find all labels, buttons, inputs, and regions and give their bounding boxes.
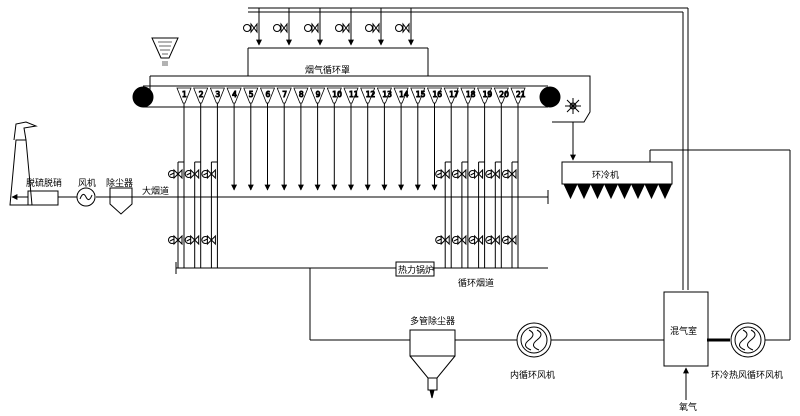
bellows-number-19: 19 <box>483 90 493 99</box>
circulation-flue <box>175 262 548 274</box>
bellows-11: 11 <box>343 87 359 191</box>
bellows-13: 13 <box>376 87 393 191</box>
multi-tube-dust-collector <box>409 329 456 399</box>
flue-gas-hood-label: 烟气循环罩 <box>305 64 350 76</box>
ring-cooler-fan-symbol <box>730 322 766 358</box>
hood-supply-2 <box>273 8 292 46</box>
top-return-pipe <box>248 7 689 290</box>
mixing-chamber <box>663 291 709 400</box>
inner-circulation-fan-symbol <box>516 322 552 358</box>
bellows-number-14: 14 <box>399 90 409 99</box>
bellows-12: 12 <box>360 87 376 191</box>
hood-supply-5 <box>365 8 384 46</box>
valve-groups <box>168 161 518 268</box>
bellows-7: 7 <box>276 87 292 191</box>
bellows-3: 3 <box>209 87 225 268</box>
bellows-number-21: 21 <box>516 90 526 99</box>
chimney <box>9 121 38 206</box>
bellows-number-17: 17 <box>449 90 459 99</box>
bellows-number-4: 4 <box>232 90 237 99</box>
bellows-19: 19 <box>477 87 493 268</box>
bellows-number-13: 13 <box>382 90 392 99</box>
hood-supply-4 <box>335 8 354 46</box>
bellows-5: 5 <box>243 87 259 191</box>
hood-supply-1 <box>243 8 262 46</box>
circulation-flue-label: 循环烟道 <box>458 277 494 289</box>
bellows-2: 2 <box>193 87 209 268</box>
mixing-chamber-label: 混气室 <box>670 325 697 337</box>
heat-boiler <box>395 261 435 277</box>
main-flue-label: 大烟道 <box>142 185 169 197</box>
fan-label: 风机 <box>78 177 96 189</box>
bellows-number-20: 20 <box>499 90 509 99</box>
discharge-chute <box>552 75 591 161</box>
ring-cooler-label: 环冷机 <box>592 169 619 181</box>
bellows-8: 8 <box>293 87 309 191</box>
bellows-number-8: 8 <box>299 90 304 99</box>
bellows-10: 10 <box>326 87 343 191</box>
ring-cooler-loop <box>649 149 791 342</box>
bellows-number-15: 15 <box>416 90 426 99</box>
oxygen-label: 氧气 <box>679 401 697 413</box>
bellows-6: 6 <box>259 87 276 191</box>
inner-circulation-fan-label: 内循环风机 <box>510 369 555 381</box>
bellows-number-9: 9 <box>316 90 321 99</box>
bellows-number-18: 18 <box>466 90 476 99</box>
hood-supply-3 <box>304 8 323 46</box>
bellows-1: 1 <box>176 87 192 268</box>
bellows-number-11: 11 <box>349 90 359 99</box>
multi-tube-dust-collector-label: 多管除尘器 <box>410 315 455 327</box>
bellows-18: 18 <box>460 87 476 268</box>
flue-gas-hood <box>149 75 570 90</box>
bellows-number-10: 10 <box>332 90 342 99</box>
bellows-4: 4 <box>226 87 242 191</box>
bellows-14: 14 <box>393 87 409 191</box>
desulfurization-unit <box>27 190 59 206</box>
bellows-9: 9 <box>310 87 326 191</box>
bellows-number-16: 16 <box>433 90 443 99</box>
bellows-number-6: 6 <box>266 90 271 99</box>
bellows-15: 15 <box>410 87 426 191</box>
dust-collector-label: 除尘器 <box>106 177 133 189</box>
ring-cooler-hoppers <box>563 183 673 200</box>
hood-supply-pipes <box>243 8 429 76</box>
ring-cooler-fan-label: 环冷热风循环风机 <box>711 369 783 381</box>
sinter-strand <box>132 85 561 108</box>
exhaust-fan <box>76 187 96 207</box>
bellows-number-5: 5 <box>249 90 254 99</box>
bellows-number-1: 1 <box>182 90 187 99</box>
bellows-17: 17 <box>443 87 459 268</box>
bellows-21: 21 <box>510 87 526 268</box>
hood-supply-6 <box>395 8 414 46</box>
feed-hopper <box>151 37 179 66</box>
bellows-number-2: 2 <box>199 90 204 99</box>
bellows-number-7: 7 <box>282 90 287 99</box>
bellows-20: 20 <box>493 87 510 268</box>
dust-collector <box>109 187 133 215</box>
recirculation-loop <box>309 268 664 341</box>
bellows-number-12: 12 <box>366 90 376 99</box>
main-flue <box>150 190 549 204</box>
heat-boiler-label: 热力锅炉 <box>398 264 434 276</box>
bellows-number-3: 3 <box>215 90 220 99</box>
desulfurization-label: 脱硫脱硝 <box>26 177 62 189</box>
bellows-16: 16 <box>426 87 443 191</box>
chute-fan-icon <box>565 98 581 114</box>
